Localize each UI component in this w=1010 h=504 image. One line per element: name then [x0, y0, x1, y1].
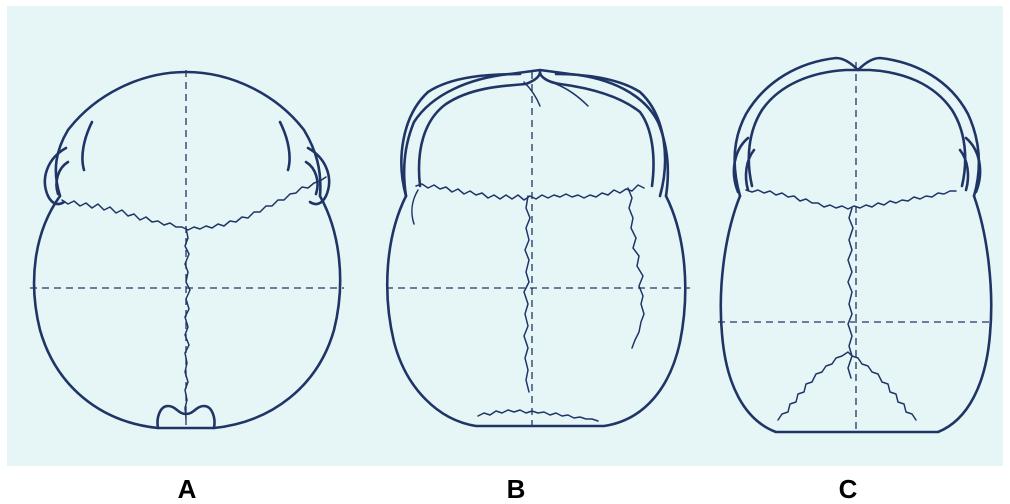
skull-c-label: C: [818, 474, 878, 504]
skull-c-coronal-suture: [746, 190, 956, 209]
skull-a-frontal-outline: [56, 72, 321, 196]
skull-b-frontal-outline: [404, 70, 668, 196]
skull-b-sagittal-suture: [524, 196, 530, 392]
skull-b-vault-outline: [387, 196, 685, 426]
skull-a-right-arch-inner: [306, 162, 318, 194]
skull-b: [386, 70, 690, 428]
skull-c: [718, 58, 994, 432]
skull-c-frontal-outer: [735, 58, 979, 196]
skull-c-frontal-inner: [749, 70, 965, 186]
skull-b-lateral-suture: [628, 188, 644, 348]
skull-b-label: B: [486, 474, 546, 504]
skull-a-label: A: [157, 474, 217, 504]
skull-a-coronal-suture: [62, 177, 326, 230]
skull-a: [30, 70, 344, 430]
skull-b-coronal-suture: [416, 184, 644, 200]
skull-b-metopic-region: [524, 82, 588, 106]
skull-c-lambdoid-suture: [778, 352, 916, 420]
skull-b-lambdoid-suture: [478, 410, 598, 421]
skull-b-left-coronal-branch: [412, 190, 418, 224]
